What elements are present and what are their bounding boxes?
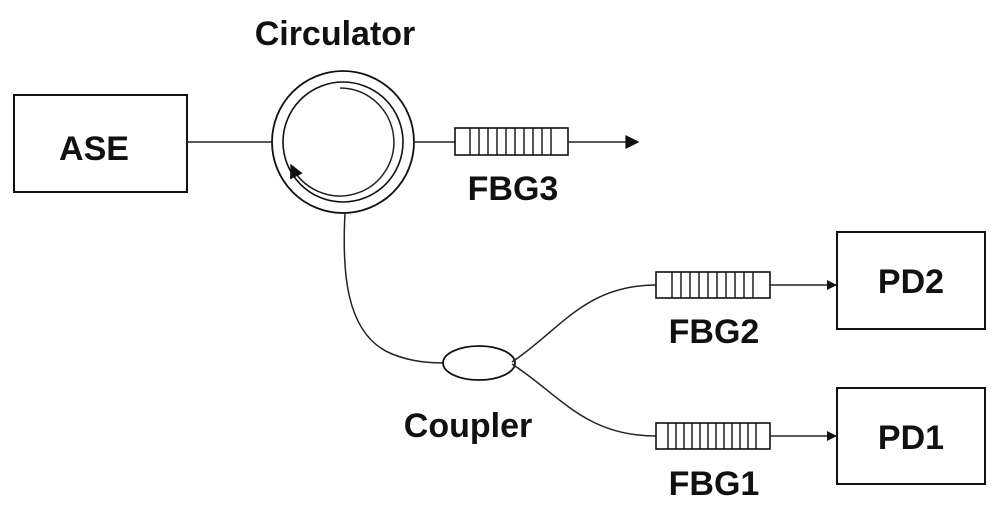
- circulator-direction-arrow: [290, 87, 395, 197]
- fbg1-label: FBG1: [669, 465, 760, 503]
- circulator: Circulator: [255, 15, 416, 214]
- circulator-label: Circulator: [255, 15, 416, 53]
- fbg2-grating: FBG2: [655, 271, 771, 351]
- pd1-label: PD1: [878, 419, 944, 457]
- coupler: Coupler: [404, 345, 532, 445]
- fbg2-grating-lines: [671, 272, 754, 298]
- ase-label: ASE: [59, 130, 129, 168]
- pd1-box: [836, 387, 986, 485]
- ase-box: [13, 94, 188, 193]
- fbg2-label: FBG2: [669, 313, 760, 351]
- fiber-coupler-to-fbg2: [511, 284, 657, 363]
- fbg1-body: [655, 422, 771, 450]
- pd2-label: PD2: [878, 263, 944, 301]
- fbg1-grating-lines: [667, 423, 757, 449]
- coupler-label: Coupler: [404, 407, 532, 445]
- fiber-circulator-to-coupler: [343, 212, 447, 364]
- fbg3-label: FBG3: [468, 170, 559, 208]
- fiber-coupler-to-fbg1: [511, 363, 657, 437]
- ase-source: ASE: [13, 94, 188, 193]
- pd2-box: [836, 231, 986, 330]
- fbg3-grating: FBG3: [454, 127, 569, 208]
- fbg3-grating-lines: [469, 128, 552, 155]
- circulator-inner-ring: [282, 81, 404, 203]
- fbg2-body: [655, 271, 771, 299]
- pd2-detector: PD2: [836, 231, 986, 330]
- fbg1-grating: FBG1: [655, 422, 771, 503]
- pd1-detector: PD1: [836, 387, 986, 485]
- coupler-body: [442, 345, 516, 381]
